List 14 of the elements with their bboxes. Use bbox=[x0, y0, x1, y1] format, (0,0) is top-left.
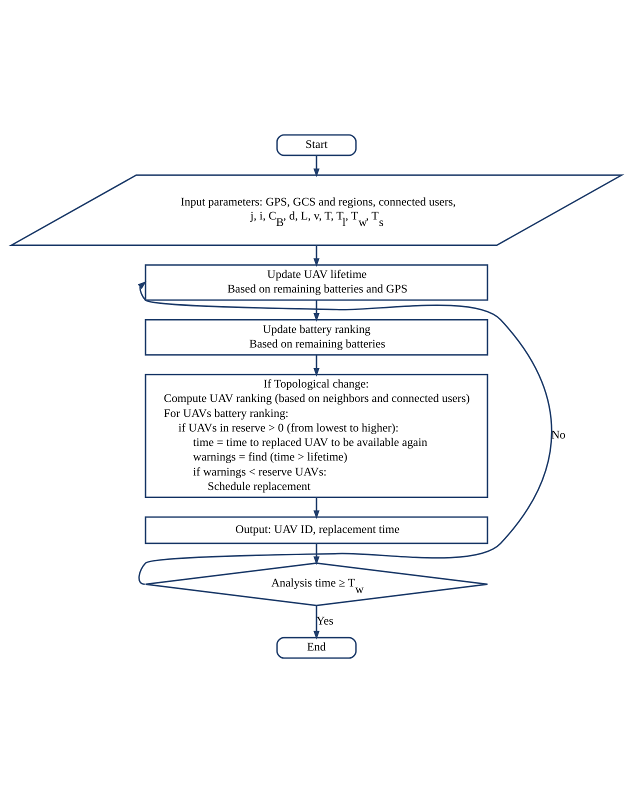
node-box: If Topological change: Compute UAV ranking (based on neighbors and connected users) For UAVs battery ranking: if UAVs in reserve > 0 (from lowest to higher): time = time to replaced UAV to be available again warnings = find (time > lifetime) if warnings < reserve UAVs: Schedule replacement bbox=[144, 374, 488, 498]
arrow bbox=[313, 606, 320, 640]
node-box: Output: UAV ID, replacement time bbox=[144, 516, 488, 544]
node-box: Update UAV lifetime Based on remaining batteries and GPS bbox=[144, 264, 488, 301]
arrow bbox=[313, 245, 320, 267]
node-box: End bbox=[276, 636, 357, 659]
arrow bbox=[313, 354, 320, 377]
arrow bbox=[313, 300, 320, 322]
arrow bbox=[138, 281, 552, 585]
arrow bbox=[313, 156, 320, 178]
node-box: Update battery ranking Based on remaining batteries bbox=[144, 319, 488, 356]
arrow bbox=[313, 498, 320, 520]
arrow bbox=[313, 543, 320, 566]
node-box: Start bbox=[276, 134, 357, 156]
